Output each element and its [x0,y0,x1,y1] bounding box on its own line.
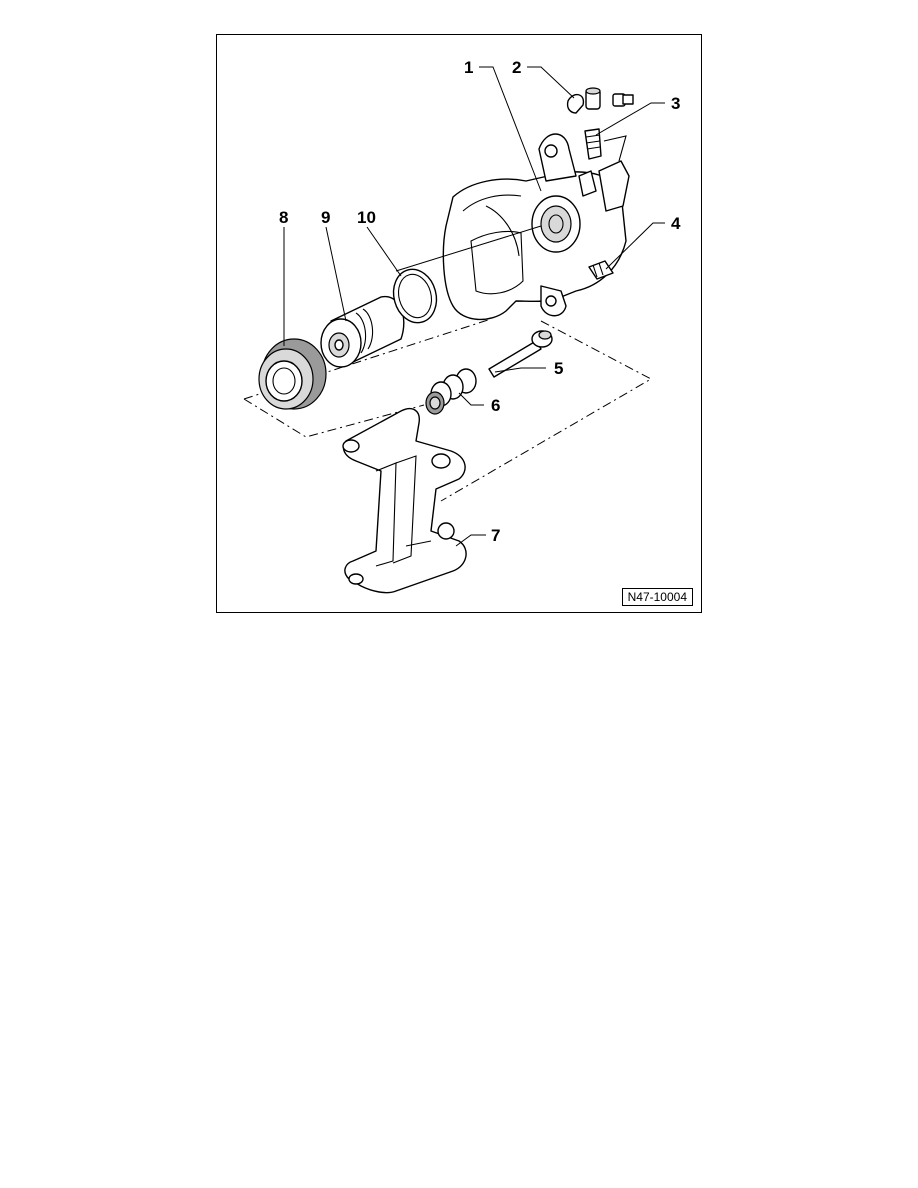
guide-bolt [588,260,614,280]
callout-10: 10 [357,208,376,227]
callout-6: 6 [491,396,500,415]
bleeder-valve-with-cap [566,87,634,114]
brake-carrier [342,407,467,594]
brake-piston [320,295,405,368]
callout-8: 8 [279,208,288,227]
guide-pin [488,330,553,378]
callout-4: 4 [671,214,681,233]
callout-2: 2 [512,58,521,77]
callout-9: 9 [321,208,330,227]
callout-1: 1 [464,58,473,77]
figure-id-label: N47-10004 [621,588,693,606]
callout-7: 7 [491,526,500,545]
callout-leaders [283,66,665,547]
exploded-view-drawing: 1 2 3 4 5 6 7 8 9 10 [243,58,681,594]
diagram-frame: 1 2 3 4 5 6 7 8 9 10 N47-10004 [216,34,702,613]
guide-bushing-boot [425,368,477,415]
brake-line-fitting [584,128,602,160]
caliper-housing [442,133,630,321]
piston-seal-ring [392,268,438,324]
callout-3: 3 [671,94,680,113]
dust-boot [258,338,327,410]
callout-5: 5 [554,359,563,378]
callout-labels: 1 2 3 4 5 6 7 8 9 10 [279,58,681,545]
